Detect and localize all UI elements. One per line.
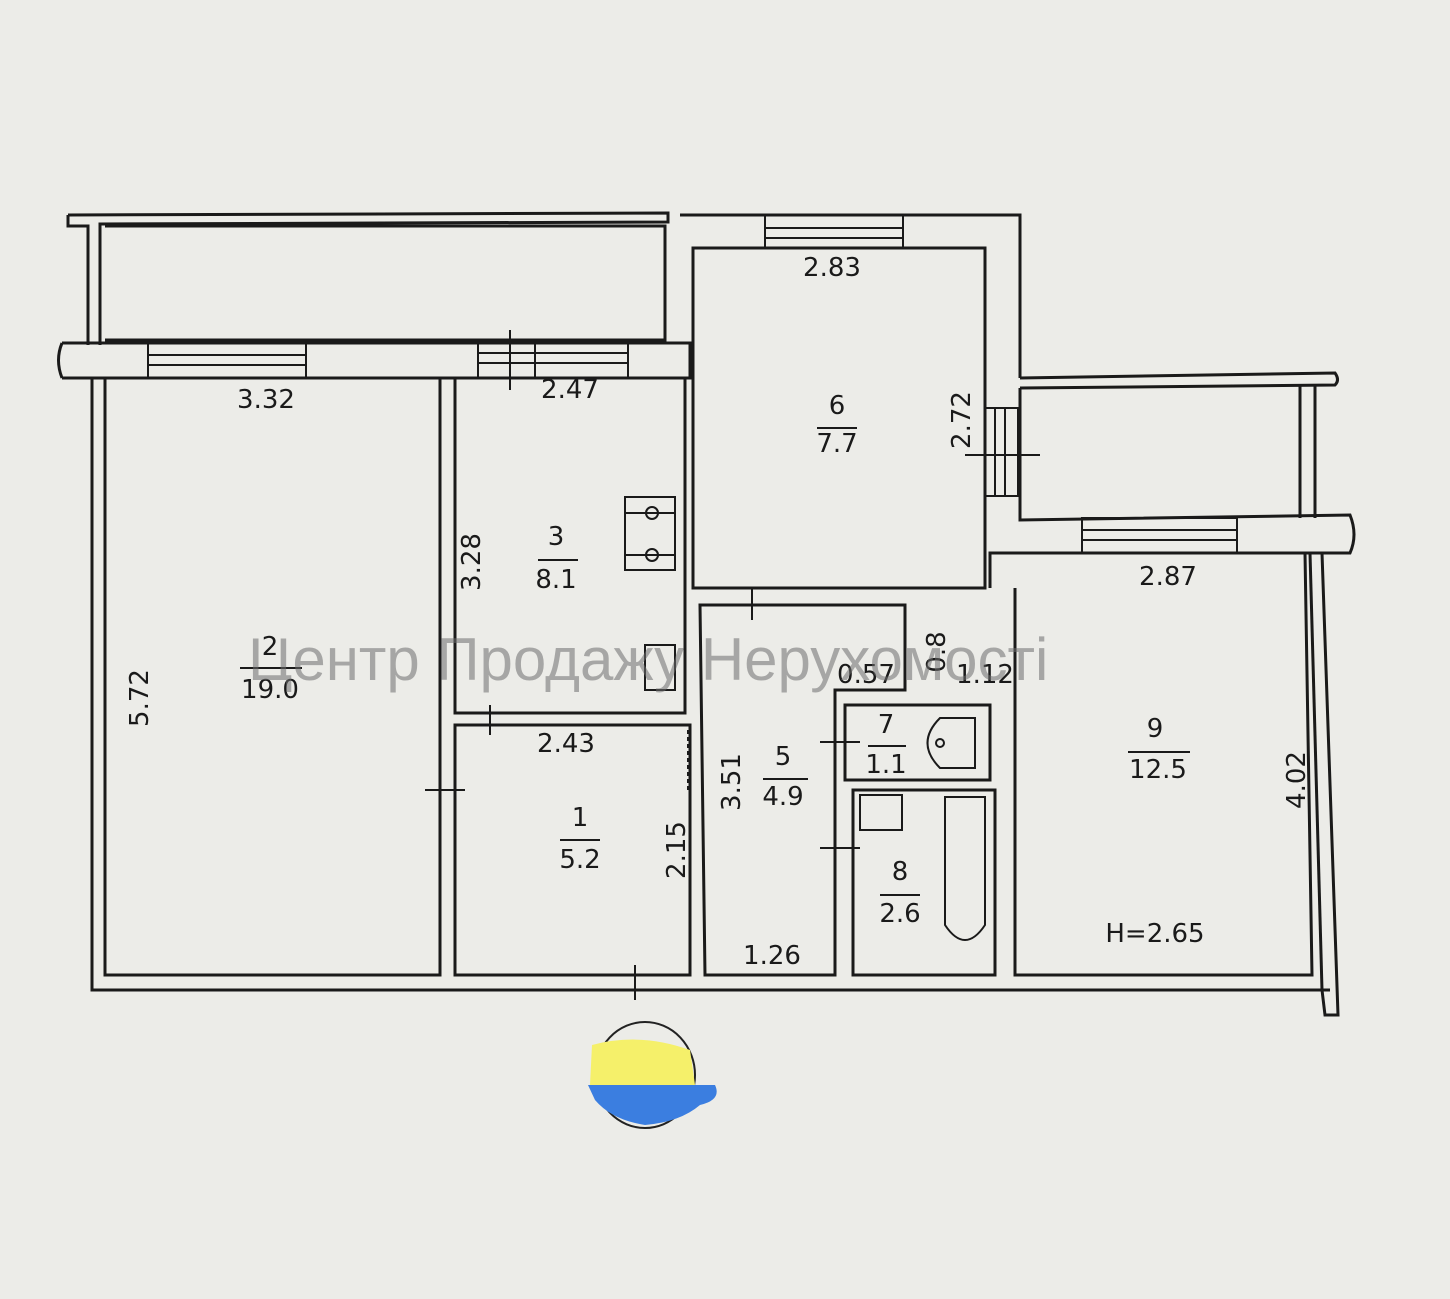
svg-text:1: 1 xyxy=(572,803,589,833)
balcony-right xyxy=(988,371,1356,588)
dim-room5-width: 1.26 xyxy=(743,941,801,971)
room-3-walls xyxy=(453,376,687,715)
svg-text:6: 6 xyxy=(829,391,846,421)
room-2-label: 2 19.0 xyxy=(240,632,302,705)
dim-room9-length: 4.02 xyxy=(1282,751,1312,809)
svg-text:9: 9 xyxy=(1147,714,1164,744)
svg-text:1.1: 1.1 xyxy=(865,750,906,780)
dim-room6-width: 2.83 xyxy=(803,253,861,283)
svg-text:19.0: 19.0 xyxy=(241,675,299,705)
svg-text:3: 3 xyxy=(548,522,565,552)
dim-room3-length: 3.28 xyxy=(457,533,487,591)
room-3-label: 3 8.1 xyxy=(535,522,578,595)
room-1-walls xyxy=(425,705,692,1000)
dim-small-c: 0.8 xyxy=(922,631,952,672)
room-7-walls xyxy=(843,703,992,782)
svg-text:2: 2 xyxy=(262,632,279,662)
dim-room5-length: 3.51 xyxy=(717,753,747,811)
dim-room1-length: 2.15 xyxy=(662,821,692,879)
dim-small-b: 1.12 xyxy=(956,660,1014,690)
balcony-left xyxy=(66,211,670,345)
dim-room2-length: 5.72 xyxy=(125,669,155,727)
room-1-label: 1 5.2 xyxy=(559,803,600,875)
room-8-label: 8 2.6 xyxy=(879,857,920,929)
dim-room6-length: 2.72 xyxy=(947,391,977,449)
room-9-label: 9 12.5 xyxy=(1128,714,1190,785)
svg-text:4.9: 4.9 xyxy=(762,782,803,812)
svg-text:8: 8 xyxy=(892,857,909,887)
flag-mark xyxy=(588,1021,717,1129)
dim-room2-width: 3.32 xyxy=(237,385,295,415)
dim-room1-width: 2.43 xyxy=(537,729,595,759)
room-6-label: 6 7.7 xyxy=(816,391,857,459)
room-8-walls xyxy=(851,788,997,977)
dim-small-a: 0.57 xyxy=(837,660,895,690)
dim-room3-width: 2.47 xyxy=(541,375,599,405)
exterior-walls xyxy=(90,378,1340,1017)
watermark: Центр Продажу Нерухомості xyxy=(248,626,1048,693)
svg-text:5.2: 5.2 xyxy=(559,845,600,875)
svg-text:7: 7 xyxy=(878,710,895,740)
dim-room9-width: 2.87 xyxy=(1139,562,1197,592)
ceiling-height: H=2.65 xyxy=(1105,919,1204,949)
room-7-label: 7 1.1 xyxy=(865,710,906,780)
room-5-label: 5 4.9 xyxy=(762,742,808,812)
svg-text:8.1: 8.1 xyxy=(535,565,576,595)
svg-text:5: 5 xyxy=(775,742,792,772)
exterior-wall-top xyxy=(57,330,692,390)
room-6-walls xyxy=(680,213,1040,590)
svg-text:2.6: 2.6 xyxy=(879,899,920,929)
svg-text:12.5: 12.5 xyxy=(1129,755,1187,785)
svg-text:7.7: 7.7 xyxy=(816,429,857,459)
